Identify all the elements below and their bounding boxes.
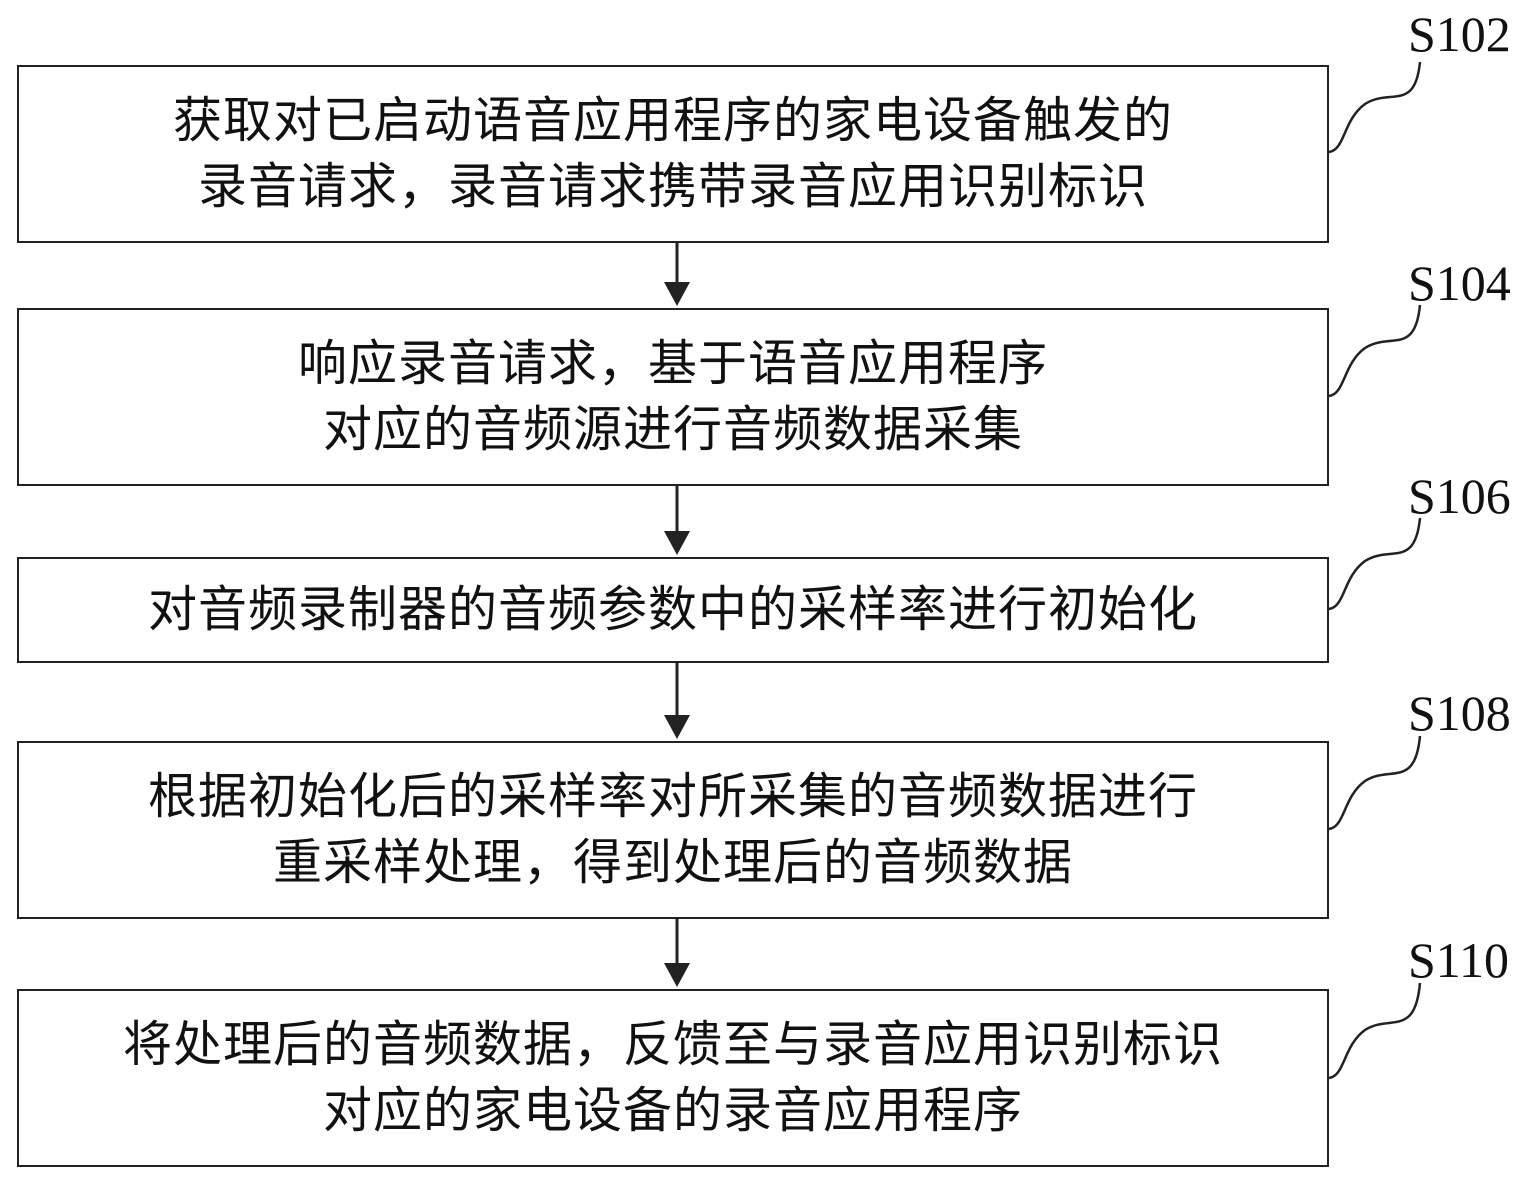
step-box-s110: 将处理后的音频数据，反馈至与录音应用识别标识 对应的家电设备的录音应用程序: [17, 989, 1329, 1167]
step-text-line: 对应的音频源进行音频数据采集: [322, 401, 1023, 458]
leader-s110: [1328, 982, 1422, 1080]
arrow-s104-to-s106: [664, 486, 690, 555]
step-text-line: 响应录音请求，基于语音应用程序: [297, 335, 1048, 392]
leader-s104: [1328, 304, 1422, 398]
leader-s108: [1328, 735, 1422, 831]
step-label-s108: S108: [1408, 685, 1511, 741]
step-text-line: 重采样处理，得到处理后的音频数据: [272, 834, 1073, 891]
step-text-line: 获取对已启动语音应用程序的家电设备触发的: [172, 92, 1173, 149]
step-box-s106: 对音频录制器的音频参数中的采样率进行初始化: [17, 557, 1329, 663]
leader-s102: [1328, 61, 1422, 154]
step-text-line: 将处理后的音频数据，反馈至与录音应用识别标识: [122, 1016, 1223, 1073]
step-box-s104: 响应录音请求，基于语音应用程序 对应的音频源进行音频数据采集: [17, 308, 1329, 486]
step-box-s108: 根据初始化后的采样率对所采集的音频数据进行 重采样处理，得到处理后的音频数据: [17, 741, 1329, 919]
arrow-s102-to-s104: [664, 243, 690, 306]
flow-arrows: [664, 243, 690, 987]
step-label-s110: S110: [1408, 932, 1509, 988]
label-leaders: [1328, 61, 1422, 1080]
step-text-line: 录音请求，录音请求携带录音应用识别标识: [197, 158, 1148, 215]
step-box-s102: 获取对已启动语音应用程序的家电设备触发的 录音请求，录音请求携带录音应用识别标识: [17, 65, 1329, 243]
step-label-s102: S102: [1408, 6, 1511, 62]
leader-s106: [1328, 517, 1422, 611]
step-label-s106: S106: [1408, 468, 1511, 524]
step-text-line: 对应的家电设备的录音应用程序: [322, 1082, 1023, 1139]
step-label-s104: S104: [1408, 255, 1511, 311]
arrow-s106-to-s108: [664, 663, 690, 739]
step-text-line: 根据初始化后的采样率对所采集的音频数据进行: [147, 768, 1198, 825]
arrow-s108-to-s110: [664, 919, 690, 987]
step-text-line: 对音频录制器的音频参数中的采样率进行初始化: [147, 581, 1198, 638]
